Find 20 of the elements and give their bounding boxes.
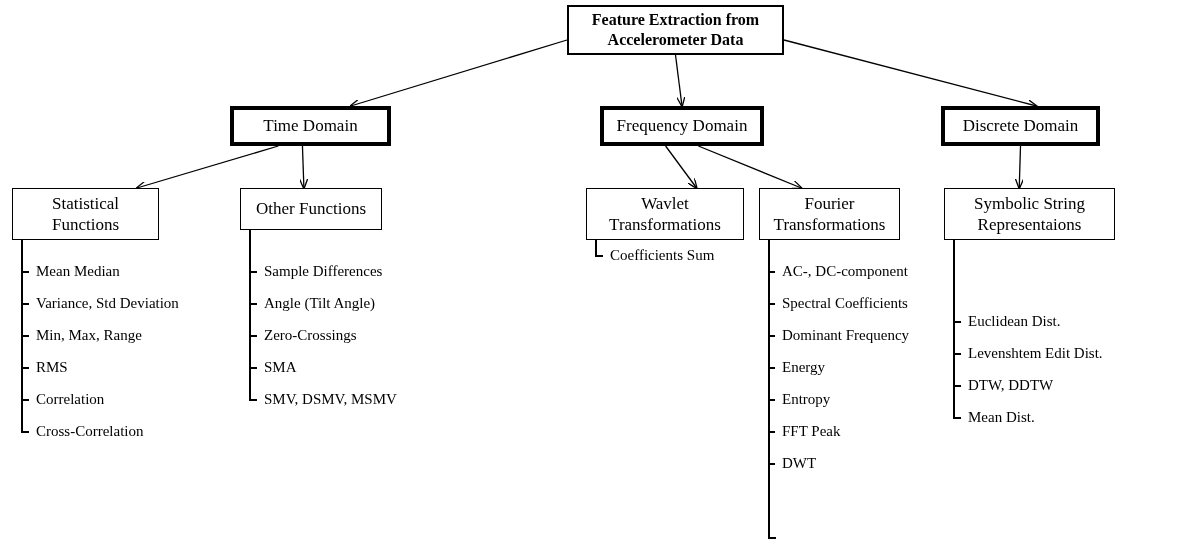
category-box: Discrete Domain [941,106,1100,146]
category-box: Wavlet Transformations [586,188,744,240]
category-box: Frequency Domain [600,106,764,146]
arrow [783,39,1038,109]
category-box: Time Domain [230,106,391,146]
category-box: Fourier Transformations [759,188,900,240]
arrow [674,54,686,108]
arrow [1014,145,1025,190]
arrow [697,145,803,190]
arrow [664,145,698,190]
category-box: Other Functions [240,188,382,230]
arrow [135,145,279,190]
category-box: Statistical Functions [12,188,159,240]
tree-line [249,229,258,401]
arrow [298,145,309,190]
arrow [349,39,568,108]
category-box: Symbolic String Representaions [944,188,1115,240]
tree-line [953,239,962,419]
category-box: Feature Extraction from Accelerometer Data [567,5,784,55]
tree-line [595,239,604,257]
